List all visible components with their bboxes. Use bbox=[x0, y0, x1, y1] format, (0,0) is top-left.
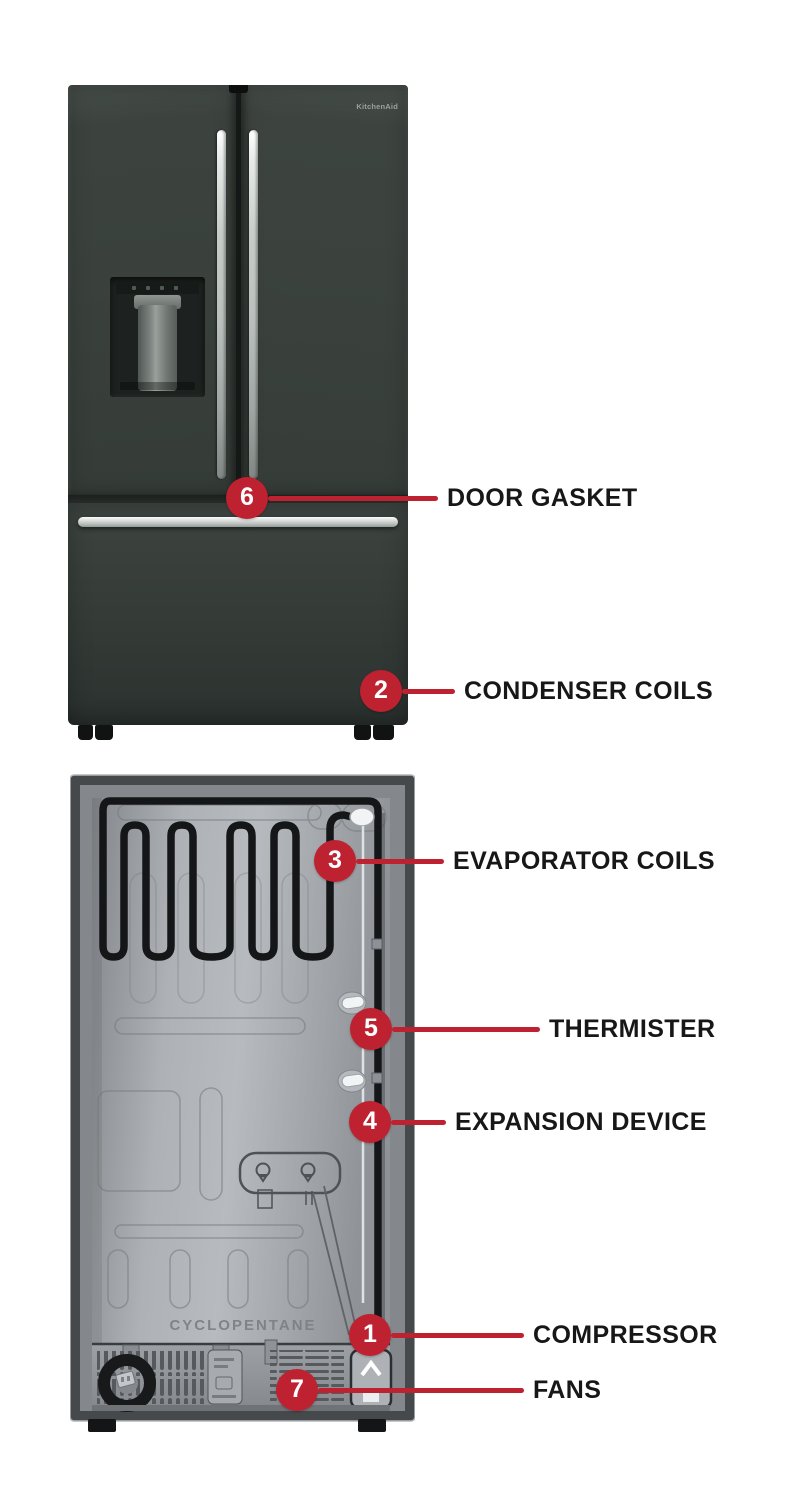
fridge-foot bbox=[354, 725, 371, 740]
right-door-handle bbox=[249, 130, 258, 479]
tube-grommet bbox=[349, 807, 375, 827]
brand-logo: KitchenAid bbox=[356, 102, 398, 111]
callout-label: CONDENSER COILS bbox=[464, 676, 714, 705]
callout-number-badge: 4 bbox=[349, 1101, 391, 1143]
callout-number-badge: 2 bbox=[360, 670, 402, 712]
water-dispenser bbox=[110, 277, 205, 397]
callout-number: 6 bbox=[240, 482, 254, 511]
line-clip bbox=[371, 938, 383, 950]
callout-condenser-coils: 2 CONDENSER COILS bbox=[360, 670, 713, 712]
dispenser-control-strip bbox=[116, 282, 199, 294]
callout-fans: 7 FANS bbox=[276, 1369, 601, 1411]
callout-line bbox=[318, 1387, 524, 1393]
refrigerator-back-view: CYCLOPENTANE bbox=[70, 774, 415, 1432]
callout-label: DOOR GASKET bbox=[447, 483, 638, 512]
callout-expansion-device: 4 EXPANSION DEVICE bbox=[349, 1101, 707, 1143]
dispenser-button-icon bbox=[174, 286, 178, 290]
dispenser-nozzle bbox=[138, 305, 177, 391]
fridge-foot bbox=[358, 1419, 386, 1432]
dispenser-button-icon bbox=[160, 286, 164, 290]
callout-label: COMPRESSOR bbox=[533, 1320, 718, 1349]
freezer-drawer-handle bbox=[78, 517, 398, 527]
mounting-bracket-emboss bbox=[238, 1151, 342, 1209]
arrow-up-icon bbox=[360, 1359, 382, 1377]
callout-number: 7 bbox=[290, 1374, 304, 1403]
machine-compartment bbox=[92, 1339, 393, 1412]
callout-number-badge: 6 bbox=[226, 477, 268, 519]
fridge-foot bbox=[373, 725, 394, 740]
wire-runs bbox=[312, 1185, 358, 1336]
callout-label: EVAPORATOR COILS bbox=[453, 846, 715, 875]
callout-number-badge: 7 bbox=[276, 1369, 318, 1411]
dispenser-button-icon bbox=[132, 286, 136, 290]
tube-clip bbox=[337, 1069, 367, 1093]
fridge-foot bbox=[78, 725, 93, 740]
dispenser-button-icon bbox=[146, 286, 150, 290]
callout-label: EXPANSION DEVICE bbox=[455, 1107, 707, 1136]
bottom-rail bbox=[92, 1405, 390, 1411]
right-door: KitchenAid bbox=[241, 85, 408, 495]
callout-number: 3 bbox=[328, 845, 342, 874]
callout-line bbox=[392, 1026, 540, 1032]
callout-number-badge: 5 bbox=[350, 1008, 392, 1050]
callout-line bbox=[391, 1119, 446, 1125]
door-gap bbox=[236, 85, 241, 495]
dispenser-tray-shadow bbox=[120, 382, 195, 390]
callout-thermister: 5 THERMISTER bbox=[350, 1008, 716, 1050]
top-hinge bbox=[229, 85, 248, 93]
refrigerator-front-view: KitchenAid bbox=[68, 85, 408, 740]
callout-number: 2 bbox=[374, 675, 388, 704]
evaporator-coil-tubing bbox=[99, 797, 382, 1342]
callout-line bbox=[402, 688, 455, 694]
callout-number: 1 bbox=[363, 1319, 377, 1348]
cyclopentane-embossed-text: CYCLOPENTANE bbox=[169, 1317, 316, 1334]
callout-number-badge: 3 bbox=[314, 840, 356, 882]
callout-label: THERMISTER bbox=[549, 1014, 716, 1043]
freezer-drawer bbox=[68, 503, 408, 725]
left-door-handle bbox=[217, 130, 226, 479]
callout-evaporator-coils: 3 EVAPORATOR COILS bbox=[314, 840, 715, 882]
callout-label: FANS bbox=[533, 1375, 602, 1404]
callout-line bbox=[391, 1332, 524, 1338]
callout-number-badge: 1 bbox=[349, 1314, 391, 1356]
fridge-foot bbox=[95, 725, 113, 740]
line-clip bbox=[371, 1072, 383, 1084]
callout-number: 4 bbox=[363, 1106, 377, 1135]
callout-door-gasket: 6 DOOR GASKET bbox=[226, 477, 638, 519]
tube-clip bbox=[337, 991, 367, 1015]
callout-number: 5 bbox=[364, 1013, 378, 1042]
fridge-foot bbox=[88, 1419, 116, 1432]
callout-line bbox=[268, 495, 438, 501]
callout-compressor: 1 COMPRESSOR bbox=[349, 1314, 718, 1356]
callout-line bbox=[356, 858, 444, 864]
rating-label-plate bbox=[207, 1349, 243, 1405]
